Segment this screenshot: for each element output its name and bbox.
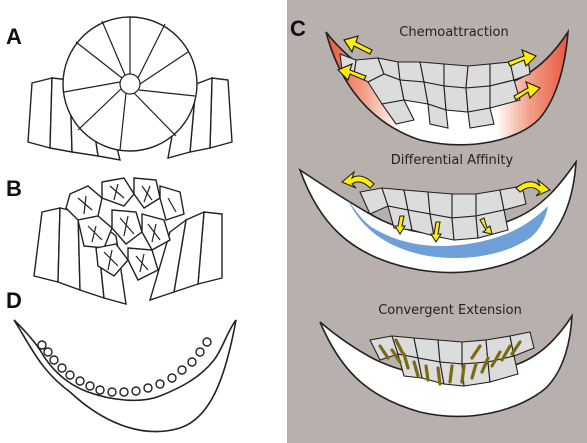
panel-a-rosette (63, 17, 197, 151)
panel-label-a: A (6, 24, 22, 49)
panel-a: A (6, 17, 232, 160)
title-convergent-extension: Convergent Extension (378, 303, 522, 318)
panel-label-b: B (6, 176, 22, 201)
panel-label-d: D (6, 288, 22, 313)
title-differential-affinity: Differential Affinity (391, 153, 514, 168)
panel-b: B (6, 176, 222, 304)
title-chemoattraction: Chemoattraction (399, 25, 508, 40)
panel-c: C (287, 0, 587, 443)
panel-label-c: C (290, 16, 306, 41)
panel-d-embryo-outline (14, 320, 236, 432)
panel-d: D (6, 288, 236, 432)
